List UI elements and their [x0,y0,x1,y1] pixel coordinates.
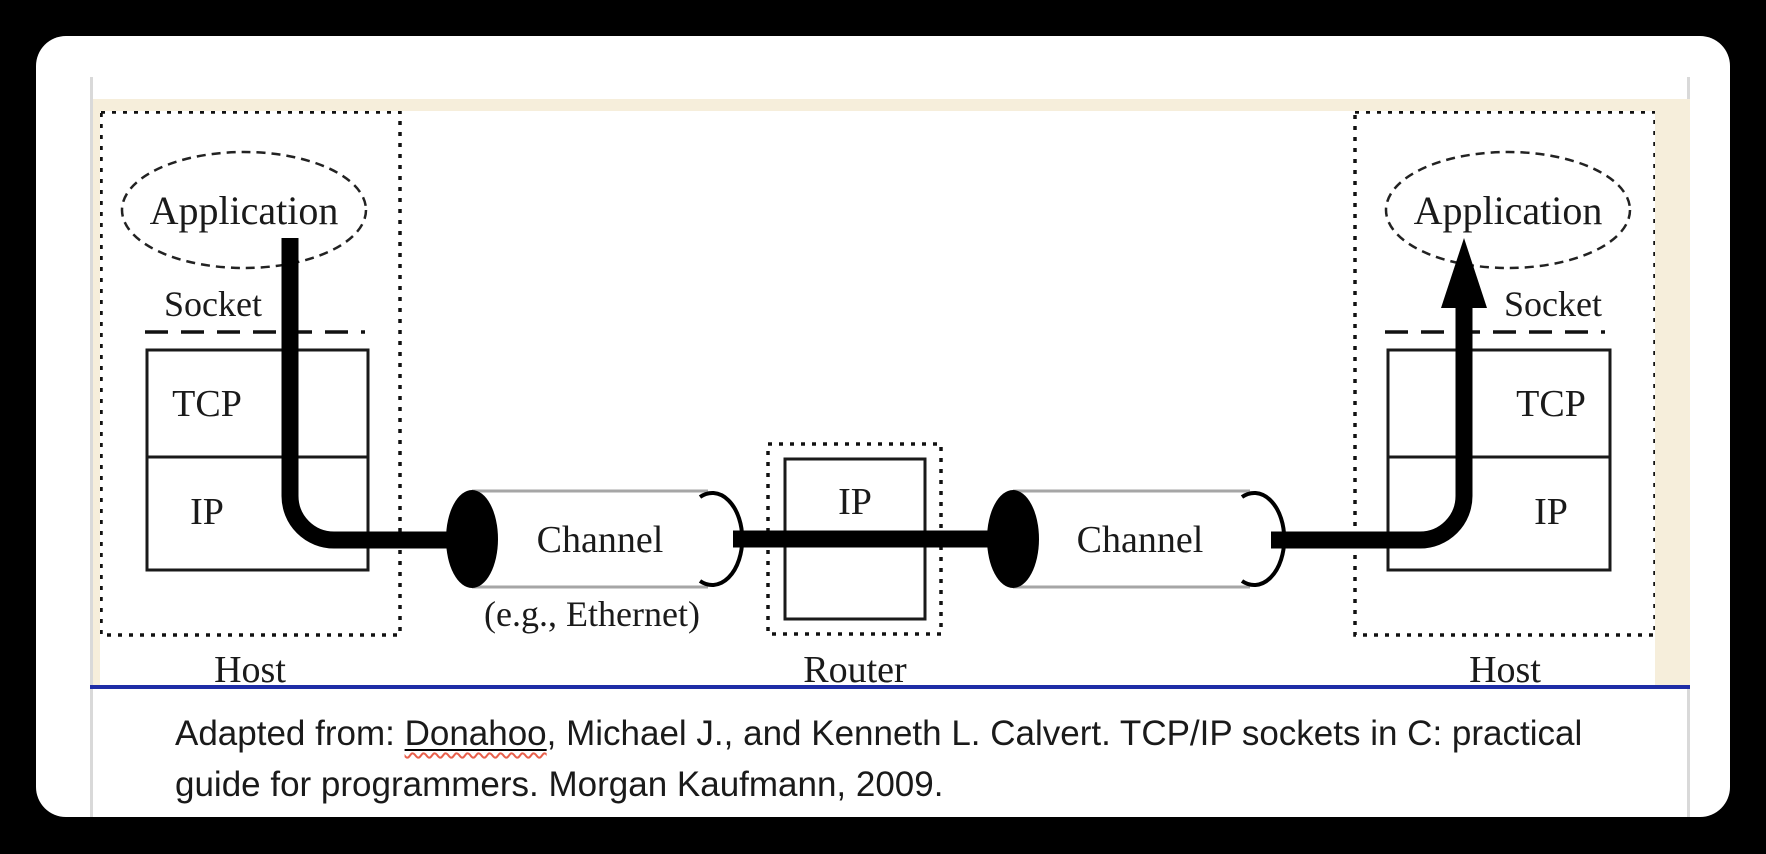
left-host-dotted-box [100,111,402,637]
left-ip-label: IP [190,491,224,533]
channel1-example-label: (e.g., Ethernet) [484,594,700,634]
network-diagram: Application Socket TCP IP Host Channel (… [100,111,1655,687]
citation-underlined-word: Donahoo [405,714,547,753]
right-tcp-label: TCP [1516,383,1586,425]
left-socket-label: Socket [164,284,262,324]
citation: Adapted from: Donahoo, Michael J., and K… [175,708,1582,810]
channel2-left-cap [987,490,1039,588]
channel1-left-cap [446,490,498,588]
router-ip-label: IP [838,481,872,523]
channel2-label: Channel [1077,519,1204,561]
slide-left-edge-line [90,77,93,817]
left-application-label: Application [150,188,339,233]
right-application-ellipse [1384,150,1632,270]
left-application-ellipse [120,150,368,270]
right-data-path [1271,300,1473,549]
left-data-path [281,238,450,549]
slide-window: Application Socket TCP IP Host Channel (… [36,36,1730,817]
spellcheck-squiggle: Donahoo [404,714,547,753]
horizontal-rule [90,685,1690,689]
router-label: Router [803,649,907,687]
right-ip-label: IP [1534,491,1568,533]
up-arrowhead [1441,238,1487,308]
right-application-label: Application [1414,188,1603,233]
citation-line2: guide for programmers. Morgan Kaufmann, … [175,765,944,804]
right-socket-label: Socket [1504,284,1602,324]
citation-prefix: Adapted from: [175,714,405,753]
left-host-label: Host [214,649,286,687]
right-host-label: Host [1469,649,1541,687]
channel1-label: Channel [537,519,664,561]
citation-line1-rest: , Michael J., and Kenneth L. Calvert. TC… [546,714,1583,753]
left-tcp-label: TCP [172,383,242,425]
